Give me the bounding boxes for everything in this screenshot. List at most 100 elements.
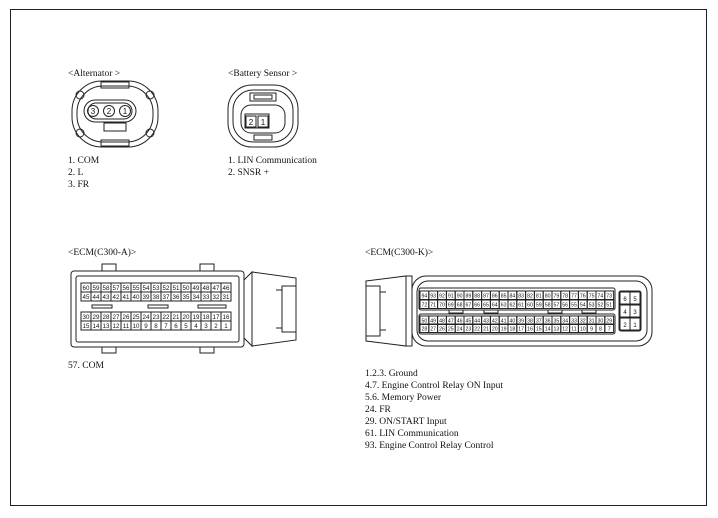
pin-number: 4 (623, 310, 627, 316)
pin-number: 55 (133, 285, 140, 292)
pin-number: 37 (163, 294, 170, 301)
pin-number: 35 (183, 294, 190, 301)
pin-number: 55 (571, 303, 577, 309)
pin-number: 46 (457, 319, 463, 325)
battery-sensor-pin-1 (257, 115, 269, 128)
pin-number: 54 (580, 303, 586, 309)
pin-number: 2 (214, 323, 218, 330)
pin-number: 10 (133, 323, 140, 330)
pin-number: 70 (439, 303, 445, 309)
pin-number: 23 (466, 327, 472, 333)
legend-item: 57. COM (68, 361, 104, 371)
pin-number: 25 (133, 314, 140, 321)
pin-number: 22 (474, 327, 480, 333)
pin-cell (629, 304, 641, 318)
pin-number: 40 (510, 319, 516, 325)
pin-number: 91 (448, 294, 454, 300)
pin-number: 18 (203, 314, 210, 321)
pin-number: 20 (492, 327, 498, 333)
battery-sensor-title: <Battery Sensor > (228, 69, 298, 79)
pin-number: 94 (422, 294, 428, 300)
pin-number: 57 (113, 285, 120, 292)
pin-number: 43 (103, 294, 110, 301)
pin-number: 52 (598, 303, 604, 309)
pin-number: 61 (518, 303, 524, 309)
pin-number: 39 (518, 319, 524, 325)
pin-number: 65 (483, 303, 489, 309)
pin-number: 62 (510, 303, 516, 309)
alternator-legend: 1. COM 2. L 3. FR (68, 155, 99, 191)
pin-number: 29 (606, 319, 612, 325)
pin-number: 50 (422, 319, 428, 325)
pin-number: 18 (510, 327, 516, 333)
pin-number: 30 (83, 314, 90, 321)
pin-number: 42 (492, 319, 498, 325)
pin-number: 92 (439, 294, 445, 300)
pin-number: 31 (223, 294, 230, 301)
pin-number: 60 (83, 285, 90, 292)
pin-number: 27 (113, 314, 120, 321)
pin-number: 20 (183, 314, 190, 321)
pin-number: 85 (501, 294, 507, 300)
pin-number: 88 (474, 294, 480, 300)
pin-number: 48 (439, 319, 445, 325)
pin-number: 59 (93, 285, 100, 292)
pin-number: 48 (203, 285, 210, 292)
pin-number: 42 (113, 294, 120, 301)
key-slot (448, 309, 464, 314)
pin-number: 23 (153, 314, 160, 321)
battery-sensor-legend: 1. LIN Communication 2. SNSR + (228, 155, 317, 179)
pin-number: 58 (103, 285, 110, 292)
pin-number: 78 (562, 294, 568, 300)
pin-cell (629, 317, 641, 331)
pin-label: 2 (249, 118, 254, 127)
pin-number: 11 (123, 323, 130, 330)
pin-number: 7 (608, 327, 611, 333)
pin-number: 3 (204, 323, 208, 330)
pin-number: 67 (466, 303, 472, 309)
pin-number: 14 (545, 327, 551, 333)
pin-number: 7 (164, 323, 168, 330)
pin-number: 36 (545, 319, 551, 325)
pin-number: 17 (213, 314, 220, 321)
ecm-k-title: <ECM(C300-K)> (365, 248, 434, 258)
pin-number: 1 (633, 323, 637, 329)
pin-number: 11 (571, 327, 576, 333)
pin-number: 19 (193, 314, 200, 321)
legend-item: 61. LIN Communication (365, 429, 459, 439)
pin-number: 90 (457, 294, 463, 300)
key-slot (581, 309, 597, 314)
pin-label: 1 (261, 118, 266, 127)
pin-number: 59 (536, 303, 542, 309)
pin-label: 3 (91, 107, 96, 116)
pin-number: 28 (422, 327, 428, 333)
pin-number: 76 (580, 294, 586, 300)
pin-number: 83 (518, 294, 524, 300)
pin-number: 68 (457, 303, 463, 309)
pin-number: 34 (193, 294, 200, 301)
legend-item: 1.2.3. Ground (365, 369, 418, 379)
pin-number: 80 (545, 294, 551, 300)
pin-number: 31 (589, 319, 595, 325)
pin-number: 4 (194, 323, 198, 330)
pin-number: 74 (598, 294, 604, 300)
pin-number: 1 (224, 323, 228, 330)
pin-number: 34 (562, 319, 568, 325)
pin-number: 29 (93, 314, 100, 321)
pin-number: 21 (483, 327, 489, 333)
key-slot (483, 309, 499, 314)
pin-number: 6 (623, 297, 627, 303)
pin-number: 46 (223, 285, 230, 292)
alternator-connector: 3 2 1 (71, 80, 159, 148)
pin-number: 8 (154, 323, 158, 330)
pin-label: 1 (123, 107, 128, 116)
pin-number: 71 (430, 303, 436, 309)
pin-cell (220, 291, 232, 302)
pin-number: 32 (580, 319, 586, 325)
legend-item: 4.7. Engine Control Relay ON Input (365, 381, 503, 391)
pin-number: 77 (571, 294, 577, 300)
pin-number: 93 (430, 294, 436, 300)
